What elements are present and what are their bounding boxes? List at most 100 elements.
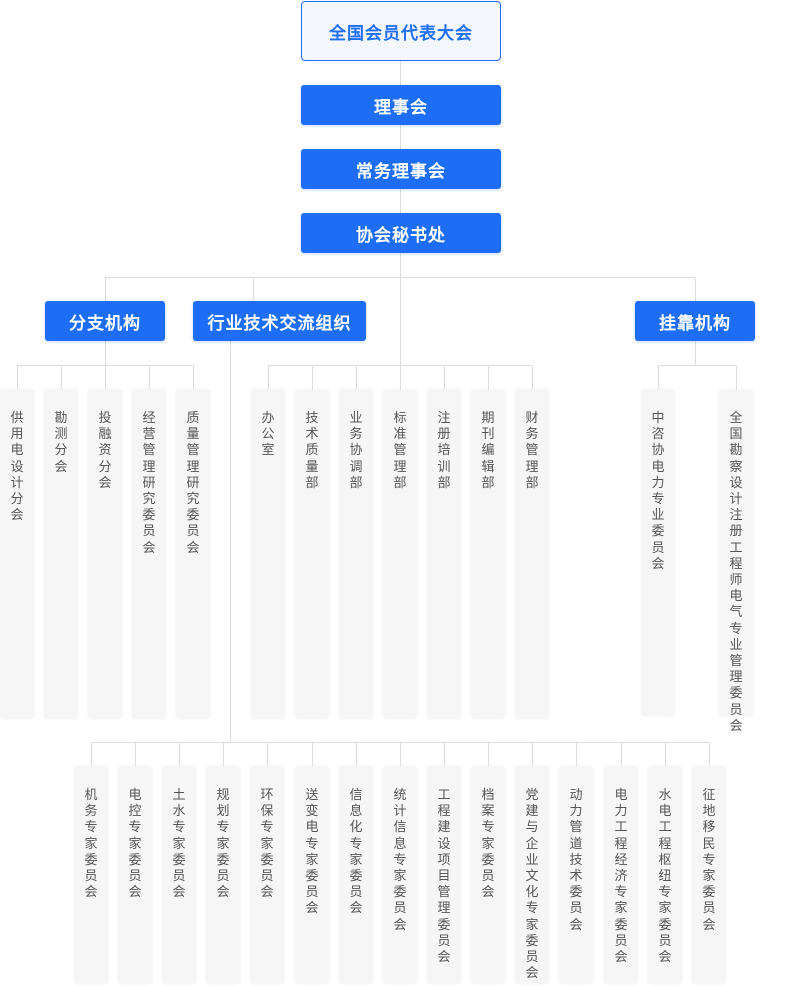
leaf-char: 委 — [437, 917, 451, 933]
leaf-node[interactable]: 经营管理研究委员会 — [132, 389, 166, 719]
affiliated-organizations-label: 挂靠机构 — [659, 313, 731, 334]
leaf-char: 会 — [10, 508, 24, 524]
leaf-node[interactable]: 质量管理研究委员会 — [176, 389, 210, 719]
leaf-node[interactable]: 环保专家委员会 — [250, 766, 284, 984]
leaf-char: 工 — [729, 540, 743, 556]
leaf-char: 委 — [702, 885, 716, 901]
leaf-node[interactable]: 全国勘察设计注册工程师电气专业管理委员会 — [719, 389, 753, 734]
leaf-node[interactable]: 标准管理部 — [383, 389, 417, 719]
leaf-char: 会 — [216, 885, 230, 901]
leaf-char: 册 — [729, 524, 743, 540]
leaf-char: 注 — [729, 508, 743, 524]
leaf-char: 察 — [729, 459, 743, 475]
leaf-node[interactable]: 电控专家委员会 — [118, 766, 152, 984]
leaf-node[interactable]: 财务管理部 — [515, 389, 549, 719]
industry-exchange-node[interactable]: 行业技术交流组织 — [193, 301, 366, 341]
leaf-char: 家 — [393, 869, 407, 885]
leaf-node[interactable]: 档案专家委员会 — [471, 766, 505, 984]
leaf-char: 与 — [525, 820, 539, 836]
leaf-char: 员 — [260, 869, 274, 885]
branch-organizations-node[interactable]: 分支机构 — [45, 301, 165, 341]
leaf-node[interactable]: 工程建设项目管理委员会 — [427, 766, 461, 984]
leaf-char: 动 — [569, 788, 583, 803]
leaf-char: 员 — [172, 869, 186, 885]
leaf-char: 党 — [525, 788, 539, 803]
leaf-char: 家 — [128, 836, 142, 852]
leaf-char: 咨 — [651, 427, 665, 443]
leaf-char: 员 — [702, 901, 716, 917]
leaf-char: 专 — [84, 820, 98, 836]
leaf-node[interactable]: 办公室 — [251, 389, 285, 719]
leaf-char: 力 — [614, 804, 628, 820]
leaf-char: 业 — [349, 411, 363, 426]
leaf-char: 委 — [651, 524, 665, 540]
leaf-node[interactable]: 动力管道技术委员会 — [559, 766, 593, 984]
leaf-node[interactable]: 电力工程经济专家委员会 — [604, 766, 638, 984]
leaf-node[interactable]: 业务协调部 — [339, 389, 373, 719]
leaf-char: 员 — [349, 885, 363, 901]
leaf-char: 协 — [651, 443, 665, 459]
leaf-char: 家 — [84, 836, 98, 852]
leaf-char: 专 — [349, 836, 363, 852]
leaf-char: 设 — [729, 475, 743, 491]
leaf-char: 力 — [651, 475, 665, 491]
leaf-char: 会 — [702, 917, 716, 933]
leaf-char: 全 — [729, 411, 743, 426]
secretariat-node[interactable]: 协会秘书处 — [301, 213, 501, 253]
leaf-char: 专 — [525, 901, 539, 917]
leaf-char: 专 — [305, 836, 319, 852]
standing-council-node[interactable]: 常务理事会 — [301, 149, 501, 189]
national-congress-node[interactable]: 全国会员代表大会 — [301, 1, 501, 61]
leaf-char: 国 — [729, 427, 743, 443]
council-node[interactable]: 理事会 — [301, 85, 501, 125]
leaf-char: 委 — [729, 686, 743, 702]
leaf-node[interactable]: 信息化专家委员会 — [339, 766, 373, 984]
leaf-char: 量 — [186, 427, 200, 443]
leaf-node[interactable]: 中咨协电力专业委员会 — [641, 389, 675, 716]
leaf-char: 专 — [393, 852, 407, 868]
leaf-char: 量 — [305, 459, 319, 475]
leaf-char: 送 — [305, 788, 319, 803]
leaf-char: 员 — [729, 702, 743, 718]
leaf-char: 保 — [260, 804, 274, 820]
leaf-node[interactable]: 水电工程枢纽专家委员会 — [648, 766, 682, 984]
leaf-node[interactable]: 期刊编辑部 — [471, 389, 505, 719]
leaf-node[interactable]: 送变电专家委员会 — [295, 766, 329, 984]
leaf-node[interactable]: 注册培训部 — [427, 389, 461, 719]
leaf-char: 办 — [261, 411, 275, 426]
leaf-node[interactable]: 统计信息专家委员会 — [383, 766, 417, 984]
leaf-char: 变 — [305, 804, 319, 820]
leaf-char: 理 — [437, 901, 451, 917]
leaf-char: 员 — [651, 540, 665, 556]
leaf-char: 土 — [172, 788, 186, 803]
leaf-char: 会 — [525, 966, 539, 982]
leaf-node[interactable]: 征地移民专家委员会 — [692, 766, 726, 984]
leaf-node[interactable]: 土水专家委员会 — [162, 766, 196, 984]
leaf-node[interactable]: 规划专家委员会 — [206, 766, 240, 984]
leaf-char: 业 — [525, 852, 539, 868]
leaf-char: 划 — [216, 804, 230, 820]
leaf-node[interactable]: 技术质量部 — [295, 389, 329, 719]
leaf-char: 部 — [305, 475, 319, 491]
leaf-char: 化 — [349, 820, 363, 836]
leaf-node[interactable]: 勘测分会 — [44, 389, 78, 719]
leaf-char: 研 — [142, 475, 156, 491]
leaf-char: 分 — [98, 459, 112, 475]
leaf-char: 部 — [349, 475, 363, 491]
leaf-char: 电 — [658, 804, 672, 820]
leaf-char: 委 — [658, 917, 672, 933]
leaf-char: 专 — [260, 820, 274, 836]
leaf-char: 家 — [614, 901, 628, 917]
leaf-char: 员 — [525, 950, 539, 966]
leaf-node[interactable]: 供用电设计分会 — [0, 389, 34, 719]
leaf-node[interactable]: 投融资分会 — [88, 389, 122, 719]
leaf-char: 员 — [142, 524, 156, 540]
leaf-char: 刊 — [481, 427, 495, 443]
leaf-char: 研 — [186, 475, 200, 491]
leaf-char: 委 — [525, 933, 539, 949]
leaf-node[interactable]: 机务专家委员会 — [74, 766, 108, 984]
leaf-char: 建 — [437, 820, 451, 836]
leaf-node[interactable]: 党建与企业文化专家委员会 — [515, 766, 549, 984]
leaf-char: 化 — [525, 885, 539, 901]
affiliated-organizations-node[interactable]: 挂靠机构 — [635, 301, 755, 341]
